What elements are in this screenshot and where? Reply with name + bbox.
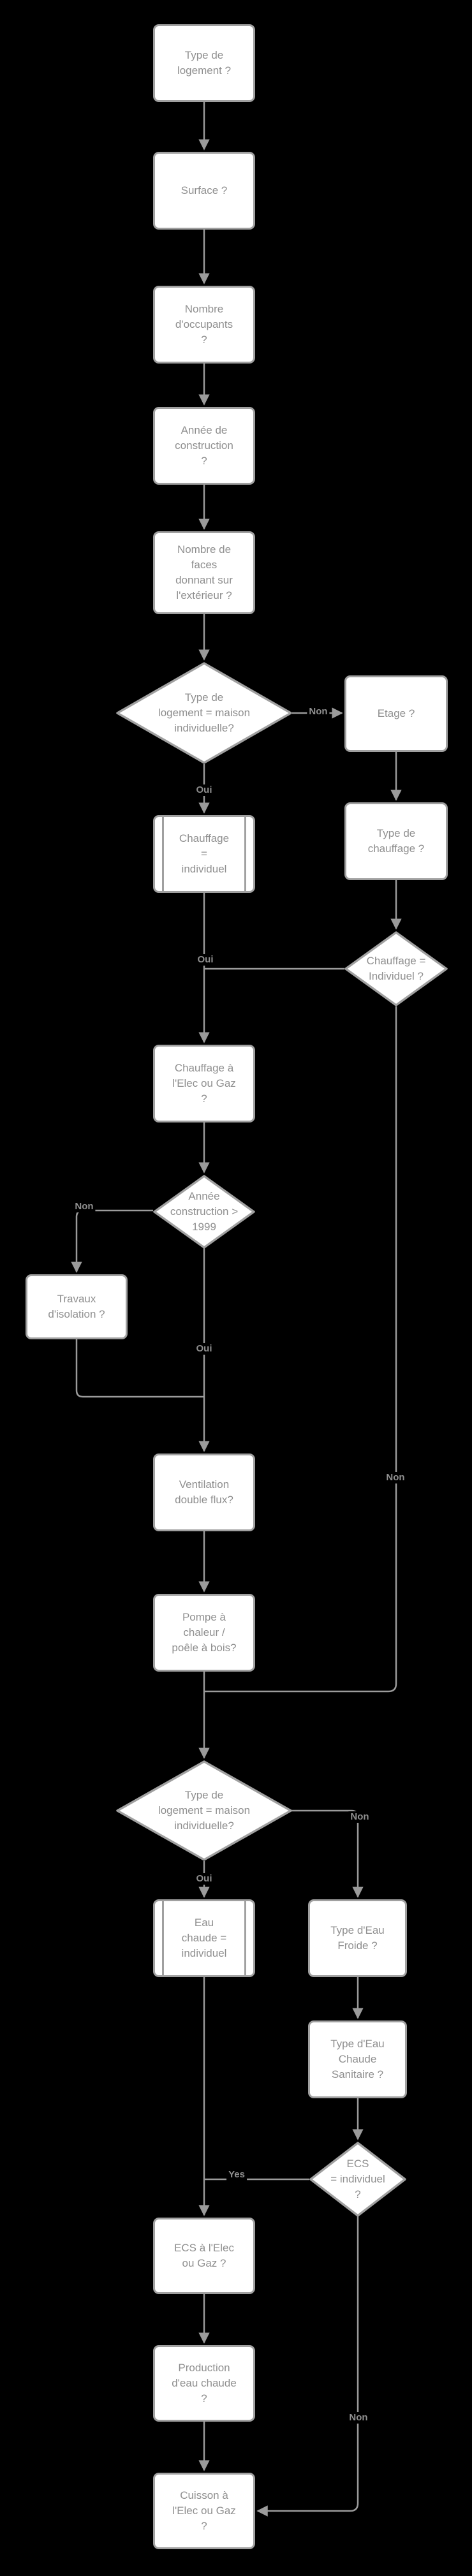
diamond-shape (116, 662, 292, 764)
node-label: Cuisson à l'Elec ou Gaz ? (172, 2489, 236, 2533)
node-eau-chaude-individuel[interactable]: Eau chaude = individuel (153, 1899, 255, 1977)
node-type-eau-froide[interactable]: Type d'Eau Froide ? (308, 1899, 407, 1977)
node-cuisson[interactable]: Cuisson à l'Elec ou Gaz ? (153, 2473, 255, 2549)
edge-d5-non-cuisson (256, 2216, 359, 2517)
node-label: Type de logement = maison individuelle? (158, 691, 251, 735)
edge-label-non-ecs: Non (347, 2412, 370, 2424)
node-occupants[interactable]: Nombre d'occupants ? (153, 286, 255, 364)
node-label: Type d'Eau Chaude Sanitaire ? (330, 2037, 385, 2081)
node-label: Chauffage = individuel (179, 832, 230, 876)
node-type-eau-chaude-sanitaire[interactable]: Type d'Eau Chaude Sanitaire ? (308, 2020, 407, 2098)
edge-label-non-maison-1: Non (307, 706, 330, 718)
edge-label-non-annee-1999: Non (73, 1201, 96, 1212)
node-label: Chauffage = Individuel ? (366, 954, 426, 982)
node-label: Eau chaude = individuel (181, 1916, 227, 1960)
edge-d3-non-long-merge (205, 1006, 397, 1693)
node-ecs-elec-gaz[interactable]: ECS à l'Elec ou Gaz ? (153, 2218, 255, 2294)
node-label: Année construction > 1999 (170, 1189, 239, 1233)
edge-label-non-chauffage-individuel: Non (384, 1472, 407, 1483)
node-label: Ventilation double flux? (175, 1478, 233, 1506)
node-label: Nombre d'occupants ? (175, 302, 233, 346)
edge-label-non-maison-2: Non (348, 1811, 371, 1823)
edge-label-oui-annee-1999: Oui (194, 1343, 214, 1355)
node-label: Travaux d'isolation ? (48, 1292, 105, 1320)
node-maison-individuelle-1[interactable]: Type de logement = maison individuelle? (116, 662, 292, 764)
node-label: Chauffage à l'Elec ou Gaz ? (172, 1061, 236, 1105)
node-type-logement[interactable]: Type de logement ? (153, 24, 255, 102)
node-annee-sup-1999[interactable]: Année construction > 1999 (153, 1175, 255, 1249)
node-label: Etage ? (377, 707, 415, 719)
node-travaux-isolation[interactable]: Travaux d'isolation ? (26, 1274, 128, 1339)
diamond-shape (116, 1760, 292, 1861)
node-label: Pompe à chaleur / poêle à bois? (172, 1610, 237, 1654)
node-label: ECS = individuel ? (330, 2157, 385, 2201)
node-label: Production d'eau chaude ? (172, 2361, 237, 2405)
node-label: Type de logement = maison individuelle? (158, 1788, 251, 1832)
edge-label-oui-maison-2: Oui (194, 1873, 214, 1885)
node-ecs-individuel-q[interactable]: ECS = individuel ? (309, 2142, 406, 2217)
node-maison-individuelle-2[interactable]: Type de logement = maison individuelle? (116, 1760, 292, 1861)
node-label: Type de chauffage ? (367, 827, 425, 855)
node-type-chauffage[interactable]: Type de chauffage ? (344, 802, 448, 880)
node-surface[interactable]: Surface ? (153, 152, 255, 230)
node-label: Surface ? (181, 184, 228, 196)
node-etage[interactable]: Etage ? (344, 675, 448, 752)
edge-label-yes-ecs: Yes (226, 2169, 247, 2181)
node-chauffage-elec-gaz[interactable]: Chauffage à l'Elec ou Gaz ? (153, 1045, 255, 1122)
node-label: ECS à l'Elec ou Gaz ? (174, 2241, 234, 2269)
diamond-shape (344, 931, 448, 1006)
node-chauffage-individuel-q[interactable]: Chauffage = Individuel ? (344, 931, 448, 1006)
node-annee-construction[interactable]: Année de construction ? (153, 407, 255, 485)
node-faces-exterieur[interactable]: Nombre de faces donnant sur l'extérieur … (153, 531, 255, 614)
edge-label-oui-maison-1: Oui (194, 784, 214, 796)
edge-label-oui-chauffage-individuel: Oui (195, 954, 216, 966)
node-production-eau-chaude[interactable]: Production d'eau chaude ? (153, 2345, 255, 2422)
node-label: Nombre de faces donnant sur l'extérieur … (175, 543, 233, 602)
diamond-shape (309, 2142, 406, 2217)
node-chauffage-individuel[interactable]: Chauffage = individuel (153, 815, 255, 893)
node-pompe-chaleur[interactable]: Pompe à chaleur / poêle à bois? (153, 1594, 255, 1672)
node-label: Année de construction ? (175, 423, 233, 467)
diamond-shape (153, 1175, 255, 1249)
edge-travaux-merge (75, 1339, 203, 1398)
node-label: Type de logement ? (177, 48, 232, 77)
node-ventilation[interactable]: Ventilation double flux? (153, 1454, 255, 1531)
node-label: Type d'Eau Froide ? (330, 1924, 385, 1952)
